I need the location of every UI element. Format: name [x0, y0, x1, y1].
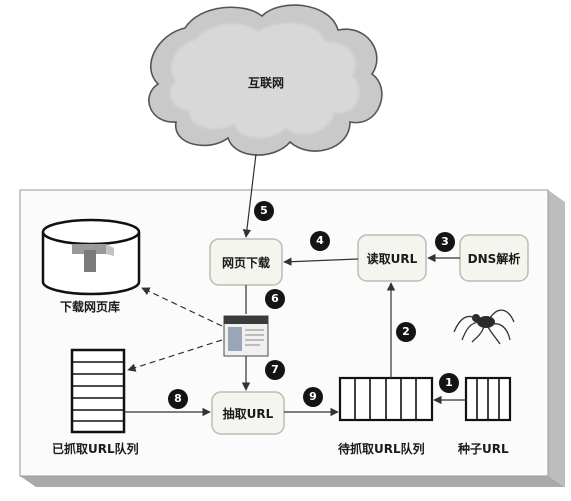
seed-url-blocks: [464, 376, 512, 422]
crawled-queue-stack: [70, 348, 126, 434]
step-badge-6: 6: [265, 289, 285, 309]
step-badge-2: 2: [396, 322, 416, 342]
database-cylinder: [41, 218, 141, 296]
process-boxes: [209, 234, 529, 435]
read-url-node: 读取URL: [366, 252, 418, 266]
pending-url-queue-caption: 待抓取URL队列: [338, 442, 425, 456]
spider-icon: [453, 309, 515, 345]
seed-url-caption: 种子URL: [458, 442, 509, 456]
flow-arrows: [124, 153, 466, 417]
internet-cloud: [148, 4, 383, 156]
downloaded-pages-db-caption: 下载网页库: [60, 300, 121, 314]
step-badge-8: 8: [168, 389, 188, 409]
step-badge-3: 3: [435, 232, 455, 252]
internet-label: 互联网: [247, 76, 284, 90]
page-download-node: 网页下载: [221, 256, 270, 270]
step-badge-7: 7: [265, 360, 285, 380]
step-badge-9: 9: [303, 387, 323, 407]
crawled-url-queue-caption: 已抓取URL队列: [52, 442, 139, 456]
pending-queue-blocks: [338, 376, 434, 422]
db-logo-icon: [72, 244, 114, 272]
extract-url-node: 抽取URL: [222, 407, 274, 421]
step-badge-1: 1: [439, 373, 459, 393]
webpage-thumbnail-icon: [223, 315, 269, 357]
step-badge-4: 4: [310, 231, 330, 251]
dns-resolve-node: DNS解析: [467, 252, 521, 266]
step-badge-5: 5: [254, 201, 274, 221]
